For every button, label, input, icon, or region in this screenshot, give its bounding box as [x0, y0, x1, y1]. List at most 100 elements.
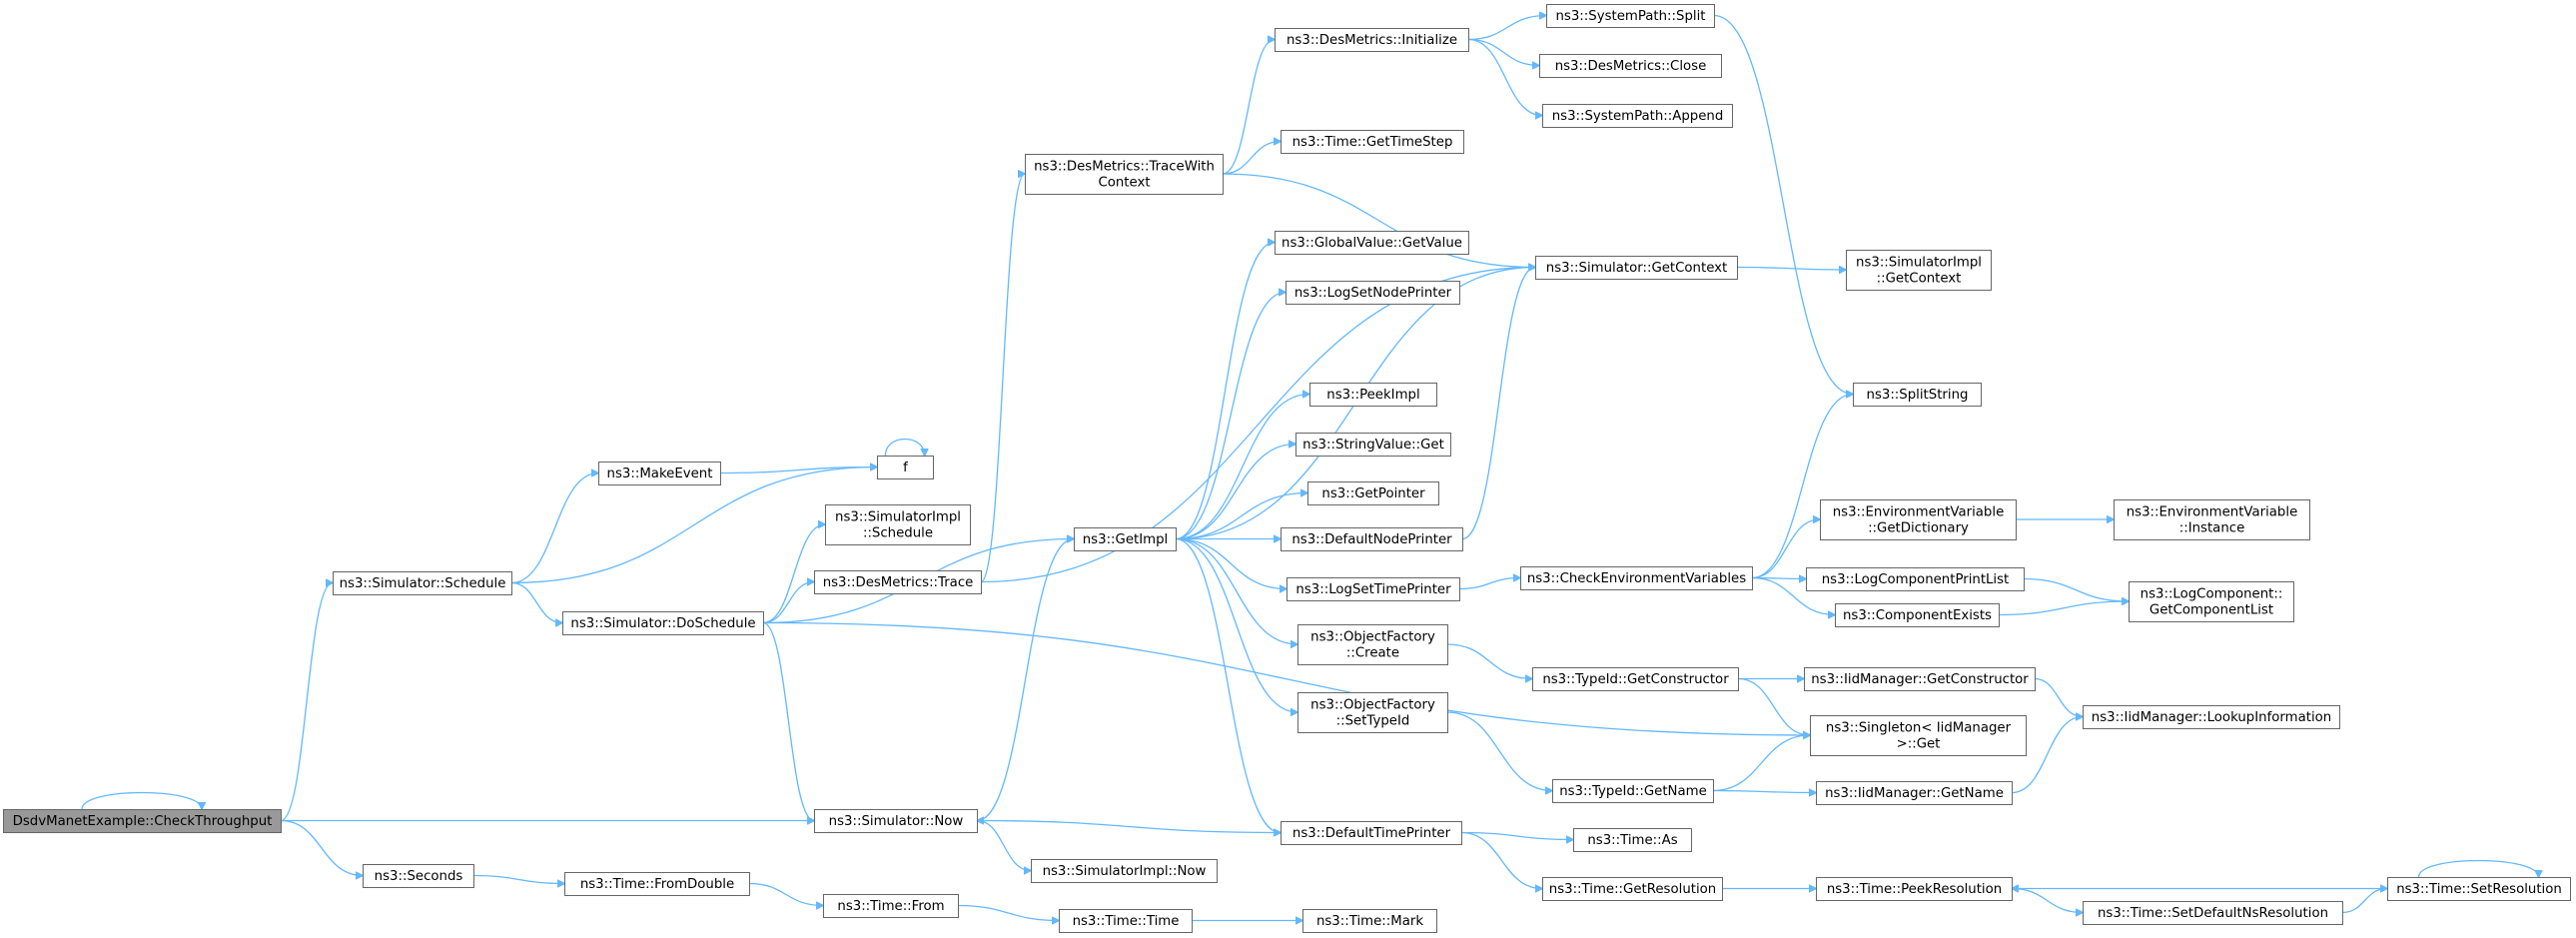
- node-stringget[interactable]: ns3::StringValue::Get: [1295, 433, 1451, 457]
- node-dminit-box: [1275, 28, 1469, 52]
- edge-iidgetname-to-iidlookup: [2011, 717, 2083, 794]
- node-typeidgetname-label-0: ns3::TypeId::GetName: [1559, 784, 1707, 799]
- node-gvgetvalue[interactable]: ns3::GlobalValue::GetValue: [1275, 231, 1469, 255]
- node-singleton-box: [1810, 715, 2027, 756]
- edge-timefrom-to-timetime: [957, 904, 1059, 921]
- node-f[interactable]: f: [877, 456, 934, 479]
- node-timestep-box: [1281, 130, 1464, 154]
- node-logcompprint-label-0: ns3::LogComponentPrintList: [1822, 572, 2010, 587]
- node-simimplsched[interactable]: ns3::SimulatorImpl::Schedule: [825, 504, 971, 545]
- node-ofsettypeid-box: [1297, 692, 1448, 733]
- node-logcompget-box: [2129, 581, 2294, 622]
- edge-getimpl-to-peekimpl: [1175, 395, 1309, 540]
- node-simimplnow[interactable]: ns3::SimulatorImpl::Now: [1031, 859, 1218, 883]
- node-envgetdict[interactable]: ns3::EnvironmentVariable::GetDictionary: [1820, 499, 2017, 540]
- call-nodes: DsdvManetExample::CheckThroughputns3::Si…: [3, 4, 2571, 933]
- node-deftimeprinter-box: [1281, 821, 1462, 845]
- node-timesetres[interactable]: ns3::Time::SetResolution: [2387, 877, 2571, 901]
- node-checkenv-label-0: ns3::CheckEnvironmentVariables: [1527, 571, 1746, 586]
- node-spappend[interactable]: ns3::SystemPath::Append: [1542, 104, 1733, 128]
- node-fromdouble[interactable]: ns3::Time::FromDouble: [564, 872, 750, 896]
- node-getimpl-label-0: ns3::GetImpl: [1083, 532, 1168, 547]
- node-ofcreate[interactable]: ns3::ObjectFactory::Create: [1297, 624, 1448, 665]
- node-singleton[interactable]: ns3::Singleton< IidManager >::Get: [1810, 715, 2027, 756]
- node-spsplit[interactable]: ns3::SystemPath::Split: [1546, 4, 1715, 28]
- node-dmtracectx-box: [1025, 154, 1224, 195]
- edge-simnow-to-getimpl: [976, 539, 1074, 822]
- node-dmclose-label-0: ns3::DesMetrics::Close: [1555, 59, 1707, 74]
- edge-defnodeprinter-to-simgetctx: [1461, 268, 1535, 540]
- node-typeidgetname[interactable]: ns3::TypeId::GetName: [1552, 779, 1714, 803]
- node-iidgetname[interactable]: ns3::IidManager::GetName: [1816, 781, 2013, 805]
- node-compexists[interactable]: ns3::ComponentExists: [1835, 603, 2000, 627]
- node-checkenv[interactable]: ns3::CheckEnvironmentVariables: [1520, 566, 1753, 590]
- node-iidlookup[interactable]: ns3::IidManager::LookupInformation: [2083, 705, 2340, 729]
- node-timestep[interactable]: ns3::Time::GetTimeStep: [1281, 130, 1464, 154]
- node-logsetnode[interactable]: ns3::LogSetNodePrinter: [1286, 281, 1460, 305]
- node-splitstring[interactable]: ns3::SplitString: [1853, 383, 1982, 407]
- edge-checkenv-to-envgetdict: [1751, 519, 1820, 579]
- node-timemark-box: [1302, 909, 1437, 933]
- node-peekimpl[interactable]: ns3::PeekImpl: [1309, 383, 1437, 407]
- edge-dminit-to-spappend: [1467, 38, 1542, 116]
- node-logsettime[interactable]: ns3::LogSetTimePrinter: [1287, 577, 1460, 601]
- node-makeevent[interactable]: ns3::MakeEvent: [598, 462, 721, 485]
- node-logcompprint[interactable]: ns3::LogComponentPrintList: [1806, 567, 2025, 591]
- node-timeas[interactable]: ns3::Time::As: [1573, 828, 1692, 852]
- node-logcompget[interactable]: ns3::LogComponent::GetComponentList: [2129, 581, 2294, 622]
- node-timesetres-box: [2387, 877, 2571, 901]
- node-envinstance-label-1: ::Instance: [2179, 521, 2245, 536]
- node-ofsettypeid-label-0: ns3::ObjectFactory: [1310, 698, 1435, 713]
- node-simimplgetctx-box: [1846, 250, 1992, 291]
- node-typeidgetctor[interactable]: ns3::TypeId::GetConstructor: [1532, 667, 1739, 691]
- node-timepeekres-label-0: ns3::Time::PeekResolution: [1827, 882, 2002, 897]
- node-ofsettypeid[interactable]: ns3::ObjectFactory::SetTypeId: [1297, 692, 1448, 733]
- node-iidgetctor[interactable]: ns3::IidManager::GetConstructor: [1804, 667, 2036, 691]
- node-root[interactable]: DsdvManetExample::CheckThroughput: [3, 809, 282, 833]
- node-timeas-box: [1573, 828, 1692, 852]
- edge-typeidgetname-to-singleton: [1712, 735, 1810, 792]
- node-ofcreate-label-1: ::Create: [1346, 646, 1399, 661]
- node-dosched[interactable]: ns3::Simulator::DoSchedule: [562, 611, 764, 635]
- edge-timesetdefns-to-timesetres: [2341, 889, 2387, 914]
- edge-getimpl-to-stringget: [1175, 445, 1295, 540]
- node-timefrom[interactable]: ns3::Time::From: [823, 894, 959, 918]
- edge-getimpl-to-deftimeprinter: [1175, 537, 1281, 833]
- node-timetime[interactable]: ns3::Time::Time: [1059, 909, 1193, 933]
- node-simnow[interactable]: ns3::Simulator::Now: [814, 809, 978, 833]
- node-logsettime-box: [1287, 577, 1460, 601]
- node-timegetres-label-0: ns3::Time::GetResolution: [1549, 882, 1716, 897]
- node-timegetres[interactable]: ns3::Time::GetResolution: [1542, 877, 1723, 901]
- node-makeevent-label-0: ns3::MakeEvent: [607, 467, 713, 481]
- node-getimpl[interactable]: ns3::GetImpl: [1074, 527, 1177, 551]
- node-sched[interactable]: ns3::Simulator::Schedule: [333, 571, 512, 595]
- node-seconds-box: [363, 864, 474, 888]
- node-defnodeprinter[interactable]: ns3::DefaultNodePrinter: [1281, 527, 1463, 551]
- node-simgetctx[interactable]: ns3::Simulator::GetContext: [1535, 256, 1738, 280]
- edge-dmtrace-to-dmtracectx: [980, 174, 1025, 583]
- edge-checkenv-to-compexists: [1751, 576, 1835, 615]
- edge-getimpl-to-getpointer: [1175, 493, 1307, 540]
- edge-getimpl-to-ofsettypeid: [1175, 537, 1297, 713]
- node-envgetdict-label-1: ::GetDictionary: [1868, 521, 1969, 536]
- node-simimplnow-label-0: ns3::SimulatorImpl::Now: [1043, 864, 1207, 879]
- node-timepeekres[interactable]: ns3::Time::PeekResolution: [1816, 877, 2013, 901]
- node-simgetctx-label-0: ns3::Simulator::GetContext: [1546, 261, 1727, 276]
- node-deftimeprinter[interactable]: ns3::DefaultTimePrinter: [1281, 821, 1462, 845]
- node-timemark[interactable]: ns3::Time::Mark: [1302, 909, 1437, 933]
- node-envinstance[interactable]: ns3::EnvironmentVariable::Instance: [2114, 499, 2310, 540]
- node-simimplgetctx[interactable]: ns3::SimulatorImpl::GetContext: [1846, 250, 1992, 291]
- edge-checkenv-to-splitstring: [1751, 395, 1853, 579]
- node-timeas-label-0: ns3::Time::As: [1587, 833, 1677, 848]
- node-seconds[interactable]: ns3::Seconds: [363, 864, 474, 888]
- node-iidgetname-box: [1816, 781, 2013, 805]
- node-dmtrace[interactable]: ns3::DesMetrics::Trace: [814, 570, 982, 594]
- node-dmclose[interactable]: ns3::DesMetrics::Close: [1539, 54, 1722, 78]
- node-timesetdefns[interactable]: ns3::Time::SetDefaultNsResolution: [2083, 901, 2343, 925]
- edge-dosched-to-singleton: [762, 621, 1810, 736]
- node-getpointer[interactable]: ns3::GetPointer: [1307, 481, 1439, 505]
- edge-root-to-sched: [280, 583, 333, 822]
- node-dminit[interactable]: ns3::DesMetrics::Initialize: [1275, 28, 1469, 52]
